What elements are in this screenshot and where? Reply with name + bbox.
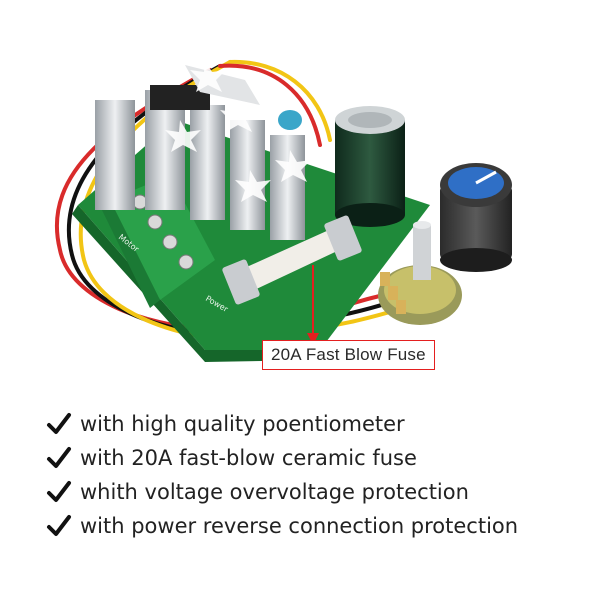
- list-item: with power reverse connection protection: [46, 509, 586, 543]
- list-item: with high quality poentiometer: [46, 407, 586, 441]
- list-item: with 20A fast-blow ceramic fuse: [46, 441, 586, 475]
- feature-text: with high quality poentiometer: [80, 412, 405, 436]
- feature-text: with power reverse connection protection: [80, 514, 519, 538]
- check-mark-icon: [47, 481, 71, 502]
- check-mark-icon: [47, 413, 71, 434]
- product-photo: Motor Power: [54, 59, 512, 362]
- fuse-callout-label: 20A Fast Blow Fuse: [262, 340, 435, 370]
- ceramic-fuse: [222, 215, 362, 305]
- feature-list: with high quality poentiometer with 20A …: [46, 407, 586, 543]
- heatsink: [95, 60, 311, 240]
- feature-text: whith voltage overvoltage protection: [80, 480, 469, 504]
- capacitor: [335, 106, 405, 227]
- check-mark-icon: [47, 515, 71, 536]
- feature-text: with 20A fast-blow ceramic fuse: [80, 446, 417, 470]
- potentiometer: [378, 221, 462, 325]
- list-item: whith voltage overvoltage protection: [46, 475, 586, 509]
- check-mark-icon: [47, 447, 71, 468]
- knob: [440, 163, 512, 272]
